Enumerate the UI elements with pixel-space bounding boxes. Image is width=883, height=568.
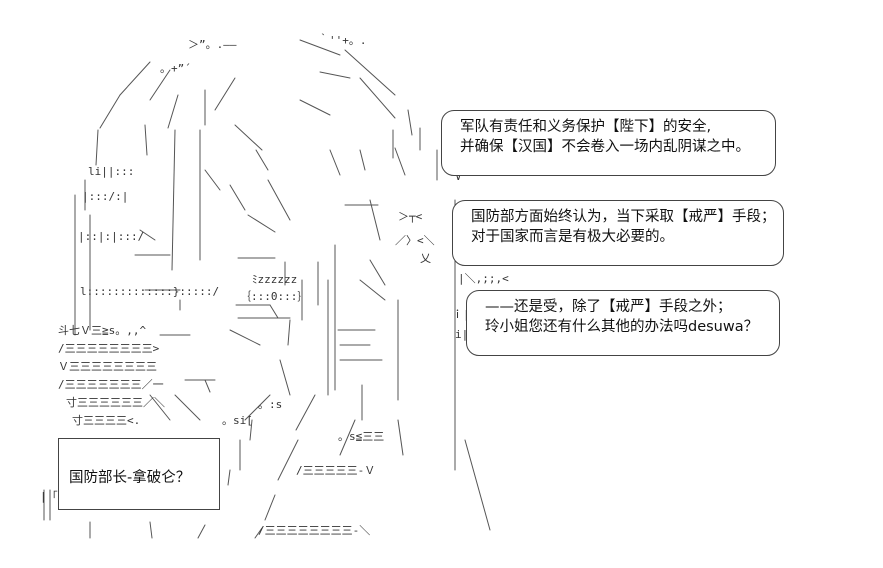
ascii-art-fragment: 斗七Ｖ三≧s。,,^ [58, 324, 146, 337]
ascii-art-fragment: l:::::::::::::}:::::/ [80, 285, 219, 298]
ascii-art-fragment: |::|:|:::/ [78, 230, 144, 243]
ascii-art-fragment: |＼,;;,< [458, 272, 509, 285]
ascii-art-fragment: 。+”´ [160, 62, 191, 75]
ascii-art-fragment: 寸三三三三三三／＼ [66, 395, 165, 409]
ascii-art-fragment: ＞”。.―― [188, 38, 237, 51]
ascii-art-fragment: ／〉<＼ [395, 234, 435, 247]
bubble-3-line-2: 玲小姐您还有什么其他的办法吗desuwa？ [485, 319, 759, 335]
ascii-art-fragment: 乂 [420, 252, 431, 265]
ascii-art-fragment: |「 [40, 490, 58, 503]
bubble-1-line-1: 军队有责任和义务保护【陛下】的安全, [460, 119, 712, 135]
speech-bubble-1: 军队有责任和义务保护【陛下】的安全, 并确保【汉国】不会卷入一场内乱阴谋之中。 [441, 110, 776, 176]
caption-box: 国防部长-拿破仑？ [58, 438, 220, 510]
bubble-1-line-2: 并确保【汉国】不会卷入一场内乱阴谋之中。 [460, 139, 750, 155]
ascii-art-fragment: i| [455, 328, 468, 341]
ascii-art-fragment: ｀''+。. [318, 32, 367, 47]
ascii-art-fragment: ﾐzzzzzz [252, 273, 297, 286]
ascii-art-fragment: li||::: [88, 165, 134, 178]
bubble-3-line-1: ——还是受，除了【戒严】手段之外； [485, 299, 732, 315]
ascii-art-fragment: 寸三三三三<. [72, 413, 140, 427]
bubble-2-line-1: 国防部方面始终认为，当下采取【戒严】手段； [471, 209, 776, 225]
ascii-art-fragment: ｉ| [452, 308, 470, 321]
ascii-art-fragment: 。:s [258, 398, 282, 411]
ascii-art-fragment: ＞┬< [398, 210, 423, 223]
ascii-art-fragment: ∨ [455, 170, 462, 183]
speech-bubble-3: ——还是受，除了【戒严】手段之外； 玲小姐您还有什么其他的办法吗desuwa？ [466, 290, 780, 356]
caption-text: 国防部长-拿破仑？ [69, 470, 191, 486]
ascii-art-fragment: /三三三三三三三三> [58, 342, 160, 355]
bubble-2-line-2: 对于国家而言是有极大必要的。 [471, 229, 674, 245]
ascii-art-fragment: /三三三三三三三三‐＼ [258, 524, 370, 537]
speech-bubble-2: 国防部方面始终认为，当下采取【戒严】手段； 对于国家而言是有极大必要的。 [452, 200, 784, 266]
ascii-art-fragment: |:::/:| [82, 190, 128, 203]
ascii-art-fragment: 。si[ [222, 414, 253, 427]
ascii-art-fragment: /三三三三三三三／一 [58, 378, 164, 391]
ascii-art-fragment: /三三三三三‐Ｖ [296, 464, 375, 477]
ascii-art-fragment: ｛:::0:::｝ [240, 290, 308, 303]
ascii-art-fragment: 。s≦三三 [338, 430, 384, 443]
ascii-art-fragment: Ｖ三三三三三三三三 [58, 360, 157, 373]
